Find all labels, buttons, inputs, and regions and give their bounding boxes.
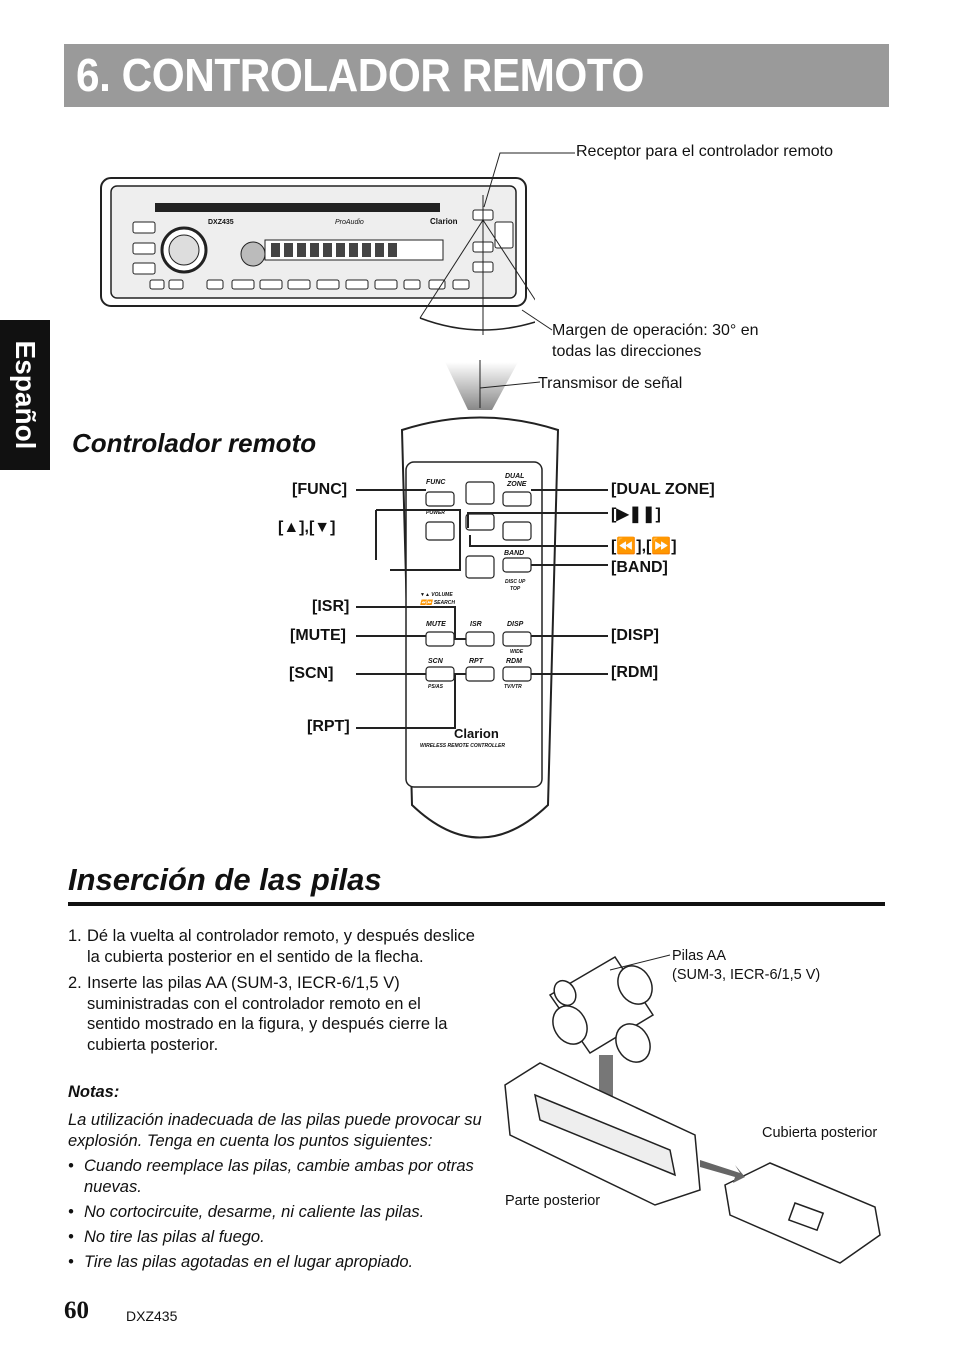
callout-disp: [DISP] [611,627,659,644]
title-bar [64,44,889,107]
callout-mute: [MUTE] [290,627,346,644]
batteries-label-line1: Pilas AA [672,948,726,964]
language-tab: Español [0,320,50,470]
remote-psas-text: PS/AS [428,684,444,690]
receptor-leader-line [483,152,575,208]
callout-rpt: [RPT] [307,718,350,735]
margin-leader-line [521,309,553,331]
remote-wide-text: WIDE [510,649,524,655]
callout-band: [BAND] [611,559,668,576]
remote-band-text: BAND [504,550,524,557]
remote-tvvtr-text: TV/VTR [504,684,522,690]
remote-scn-text: SCN [428,658,444,665]
head-unit-line: ProAudio [335,219,364,226]
head-unit-illustration: DXZ435 Clarion ProAudio [100,177,535,335]
language-tab-label: Español [10,340,41,450]
batteries-label-line2: (SUM-3, IECR-6/1,5 V) [672,967,821,983]
transmitter-label: Transmisor de señal [538,375,683,392]
step-1: 1.Dé la vuelta al controlador remoto, y … [68,927,475,966]
back-cover-label: Cubierta posterior [762,1125,878,1141]
margin-label-line2: todas las direcciones [552,343,702,360]
note-item: •No cortocircuite, desarme, ni caliente … [68,1203,425,1221]
section-rule [68,902,885,906]
callout-func: [FUNC] [292,481,348,498]
note-item: •Cuando reemplace las pilas, cambie amba… [68,1157,474,1196]
head-unit-model: DXZ435 [208,219,234,226]
remote-volume-text: ▼▲ VOLUME [420,592,453,598]
remote-section-title: Controlador remoto [72,428,317,458]
notes-title: Notas: [68,1083,120,1101]
callout-scn: [SCN] [289,665,334,682]
battery-insertion-figure [504,954,881,1264]
page-number: 60 [64,1297,89,1324]
remote-power-text: POWER [426,510,445,516]
callout-play-pause: [▶❚❚] [611,506,661,523]
step-2: 2.Inserte las pilas AA (SUM-3, IECR-6/1,… [68,974,448,1054]
notes-intro: La utilización inadecuada de las pilas p… [68,1111,482,1150]
battery-section-title: Inserción de las pilas [68,862,382,897]
callout-dual-zone: [DUAL ZONE] [611,481,715,498]
callout-isr: [ISR] [312,598,350,615]
callout-rew-ff: [⏪],[⏩] [611,538,677,555]
remote-rdm-text: RDM [506,658,522,665]
signal-beam [445,360,540,410]
note-item: •No tire las pilas al fuego. [68,1228,265,1246]
head-unit-brand: Clarion [430,217,458,226]
remote-dual-text: DUAL [505,473,524,480]
steps-block: 1.Dé la vuelta al controlador remoto, y … [68,926,478,1061]
receptor-label: Receptor para el controlador remoto [576,143,834,160]
remote-isr-text: ISR [470,621,482,628]
notes-list: •Cuando reemplace las pilas, cambie amba… [68,1156,483,1277]
margin-label-line1: Margen de operación: 30° en [552,322,759,339]
remote-discup-text: DISC UP [505,579,526,585]
page-title: 6. CONTROLADOR REMOTO [76,49,644,101]
remote-rpt-text: RPT [469,658,484,665]
remote-brand-text: Clarion [454,726,499,741]
note-item: •Tire las pilas agotadas en el lugar apr… [68,1253,414,1271]
rear-part-label: Parte posterior [505,1193,601,1209]
remote-search-text: ⏪⏩ SEARCH [420,599,455,606]
callout-rdm: [RDM] [611,664,659,681]
remote-disp-text: DISP [507,621,524,628]
remote-illustration: FUNC DUAL ZONE POWER BAND DISC UP TOP ▼▲… [356,416,608,839]
footer-model: DXZ435 [126,1308,178,1324]
remote-caption-text: WIRELESS REMOTE CONTROLLER [420,743,505,749]
remote-zone-text: ZONE [506,481,527,488]
remote-func-text: FUNC [426,479,446,486]
callout-up-down: [▲],[▼] [278,519,336,536]
remote-top-text: TOP [510,586,521,592]
remote-mute-text: MUTE [426,621,446,628]
